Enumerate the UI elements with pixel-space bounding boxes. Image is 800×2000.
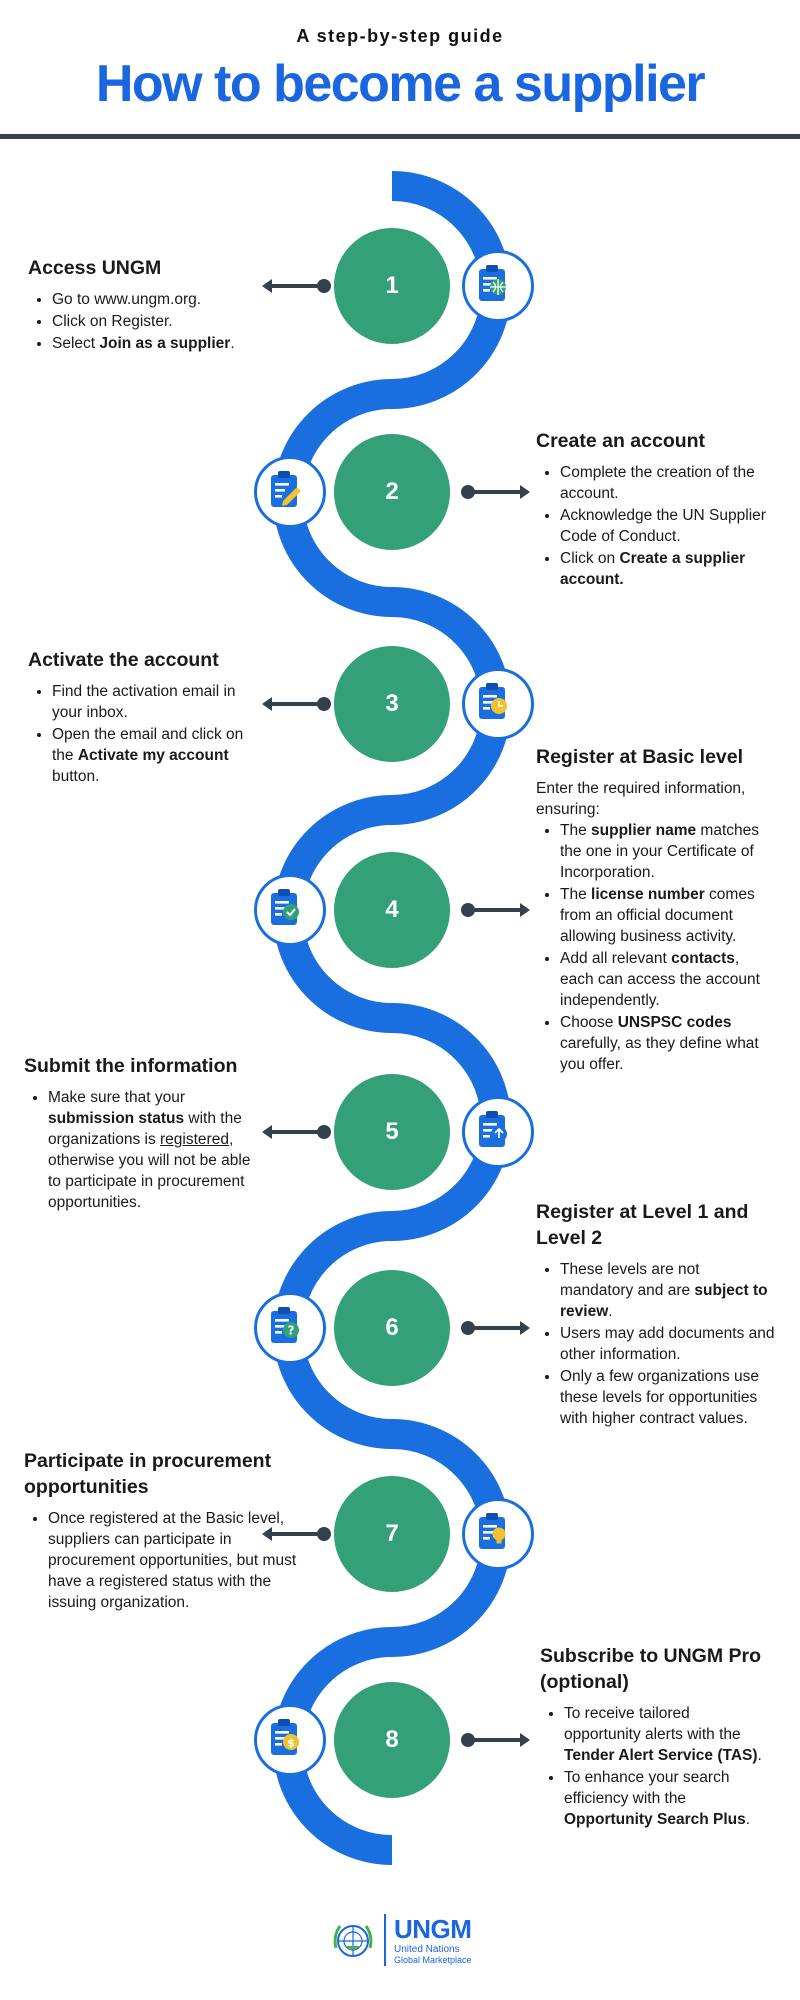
step-2-text: Create an accountComplete the creation o… (536, 428, 776, 591)
list-item: Make sure that your submission status wi… (48, 1087, 264, 1213)
list-item: Select Join as a supplier. (52, 333, 258, 354)
list-item: Choose UNSPSC codes carefully, as they d… (560, 1012, 776, 1075)
step-8-text: Subscribe to UNGM Pro (optional) To recei… (540, 1643, 770, 1831)
step-6-text: Register at Level 1 and Level 2 These lev… (536, 1199, 776, 1430)
svg-text:?: ? (288, 1324, 295, 1338)
list-item: Users may add documents and other inform… (560, 1323, 776, 1365)
clipboard-clock-icon (462, 668, 534, 740)
header-divider (0, 134, 800, 139)
list-item: Complete the creation of the account. (560, 462, 776, 504)
step-7-text: Participate in procurement opportunities… (24, 1448, 304, 1614)
clipboard-upload-icon (462, 1096, 534, 1168)
step-3-title: Activate the account (28, 649, 219, 671)
step-6-list: These levels are not mandatory and are s… (536, 1259, 776, 1429)
clipboard-check-icon (254, 874, 326, 946)
step-7-circle: 7 (334, 1476, 450, 1592)
list-item: To receive tailored opportunity alerts w… (564, 1703, 770, 1766)
step-5-circle: 5 (334, 1074, 450, 1190)
logo-line-1: United Nations (394, 1944, 460, 1955)
step-5-title: Submit the information (24, 1055, 238, 1077)
step-1-title: Access UNGM (28, 257, 162, 279)
step-4-intro: Enter the required information, ensuring… (536, 780, 746, 818)
step-7-arrow (262, 1527, 331, 1541)
step-3-circle: 3 (334, 646, 450, 762)
step-2-arrow (461, 485, 530, 499)
list-item: Once registered at the Basic level, supp… (48, 1508, 304, 1613)
step-6-arrow (461, 1321, 530, 1335)
step-4-list: The supplier name matches the one in you… (536, 820, 776, 1075)
step-1-text: Access UNGM Go to www.ungm.org.Click on R… (28, 255, 258, 355)
list-item: The license number comes from an officia… (560, 884, 776, 947)
step-3-arrow (262, 697, 331, 711)
step-2-circle: 2 (334, 434, 450, 550)
step-8-circle: 8 (334, 1682, 450, 1798)
list-item: Click on Register. (52, 311, 258, 332)
list-item: Open the email and click on the Activate… (52, 724, 248, 787)
list-item: Go to www.ungm.org. (52, 289, 258, 310)
step-3-text: Activate the accountFind the activation … (28, 647, 248, 788)
un-emblem-icon (333, 1925, 373, 1957)
step-2-title: Create an account (536, 430, 706, 452)
list-item: The supplier name matches the one in you… (560, 820, 776, 883)
list-item: Only a few organizations use these level… (560, 1366, 776, 1429)
page-title: How to become a supplier (95, 55, 706, 113)
step-4-arrow (461, 903, 530, 917)
step-2-list: Complete the creation of the account.Ack… (536, 462, 776, 590)
list-item: Acknowledge the UN Supplier Code of Cond… (560, 505, 776, 547)
clipboard-question-icon: ? (254, 1292, 326, 1364)
step-8-arrow (461, 1733, 530, 1747)
clipboard-lightbulb-icon (462, 1498, 534, 1570)
ungm-logo: UNGM United Nations Global Marketplace (320, 1912, 490, 1968)
step-6-title: Register at Level 1 and Level 2 (536, 1201, 749, 1249)
step-5-arrow (262, 1125, 331, 1139)
list-item: Click on Create a supplier account. (560, 548, 776, 590)
step-5-list: Make sure that your submission status wi… (24, 1087, 264, 1213)
logo-brand: UNGM (394, 1914, 472, 1944)
step-8-list: To receive tailored opportunity alerts w… (540, 1703, 770, 1830)
list-item: Find the activation email in your inbox. (52, 681, 248, 723)
svg-text:$: $ (287, 1737, 295, 1750)
step-8-title: Subscribe to UNGM Pro (optional) (540, 1645, 762, 1693)
list-item: To enhance your search efficiency with t… (564, 1767, 770, 1830)
list-item: Add all relevant contacts, each can acce… (560, 948, 776, 1011)
page-subtitle: A step-by-step guide (296, 26, 504, 46)
step-6-circle: 6 (334, 1270, 450, 1386)
step-3-list: Find the activation email in your inbox.… (28, 681, 248, 787)
step-4-title: Register at Basic level (536, 746, 744, 768)
logo-line-2: Global Marketplace (394, 1955, 472, 1965)
clipboard-pencil-icon (254, 456, 326, 528)
clipboard-globe-icon (462, 250, 534, 322)
step-1-circle: 1 (334, 228, 450, 344)
step-4-circle: 4 (334, 852, 450, 968)
step-5-text: Submit the informationMake sure that you… (24, 1053, 264, 1214)
step-1-list: Go to www.ungm.org.Click on Register.Sel… (28, 289, 258, 354)
step-7-title: Participate in procurement opportunities (24, 1450, 272, 1498)
list-item: These levels are not mandatory and are s… (560, 1259, 776, 1322)
clipboard-dollar-icon: $ (254, 1704, 326, 1776)
step-7-list: Once registered at the Basic level, supp… (24, 1508, 304, 1613)
step-1-arrow (262, 279, 331, 293)
logo-divider (384, 1914, 386, 1966)
